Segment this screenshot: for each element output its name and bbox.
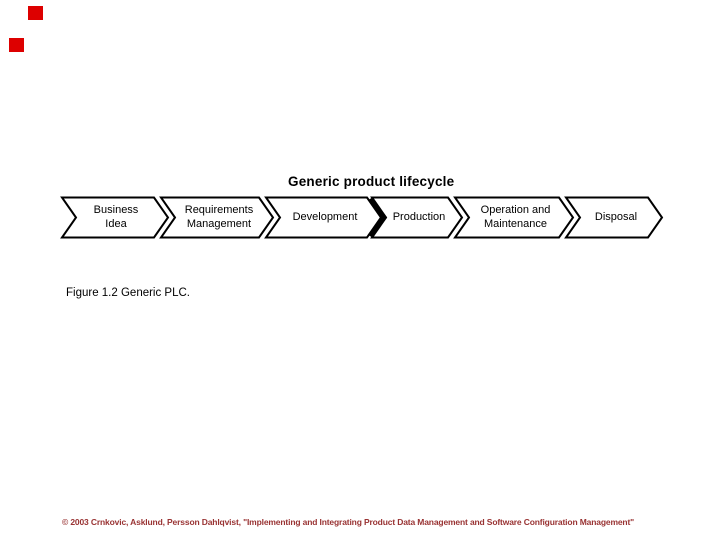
stage-label-development: Development	[292, 210, 358, 223]
diagram-title: Generic product lifecycle	[288, 174, 455, 189]
stage-label-operation-maintenance: Operation and Maintenance	[480, 204, 551, 230]
bold-chevron-separator-icon	[368, 197, 388, 238]
chevron-shape-development	[264, 196, 383, 239]
figure-caption: Figure 1.2 Generic PLC.	[66, 287, 191, 299]
stage-label-production: Production	[392, 210, 446, 223]
red-square-decor-bottom	[9, 38, 24, 52]
chevron-shape-operation-maintenance	[453, 196, 575, 239]
stage-label-requirements-management: Requirements Management	[184, 204, 254, 230]
stage-label-disposal: Disposal	[594, 210, 638, 223]
copyright-footer: © 2003 Crnkovic, Asklund, Persson Dahlqv…	[62, 517, 635, 527]
stage-label-business-idea: Business Idea	[93, 204, 139, 230]
red-square-decor-top	[28, 6, 43, 20]
chevron-shape-disposal	[564, 196, 664, 239]
chevron-shape-business-idea	[60, 196, 170, 239]
chevron-shape-requirements-management	[159, 196, 275, 239]
